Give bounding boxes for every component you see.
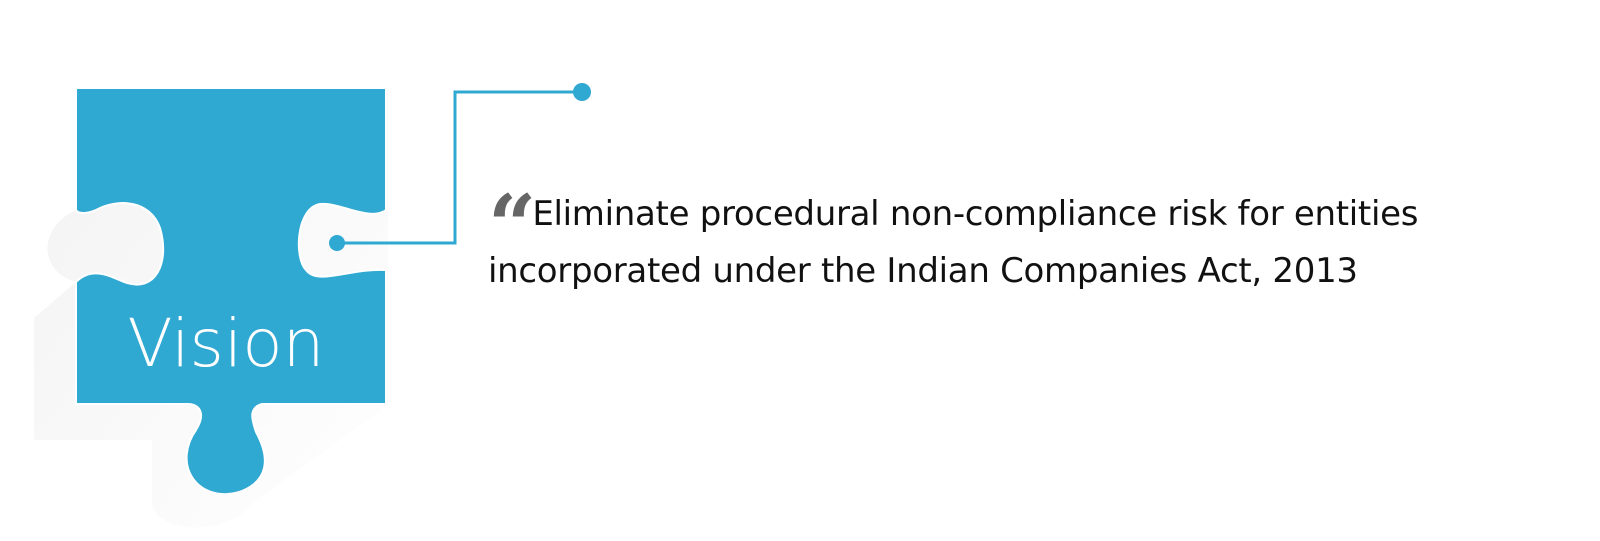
puzzle-label: Vision [128, 305, 325, 382]
connector-line [337, 90, 582, 245]
puzzle-piece [75, 87, 387, 496]
vision-statement: “Eliminate procedural non-compliance ris… [488, 176, 1478, 299]
quote-mark-icon: “ [488, 176, 536, 275]
vision-statement-text: Eliminate procedural non-compliance risk… [488, 194, 1419, 291]
connector-end-dot [573, 83, 591, 101]
connector-start-dot [329, 235, 345, 251]
